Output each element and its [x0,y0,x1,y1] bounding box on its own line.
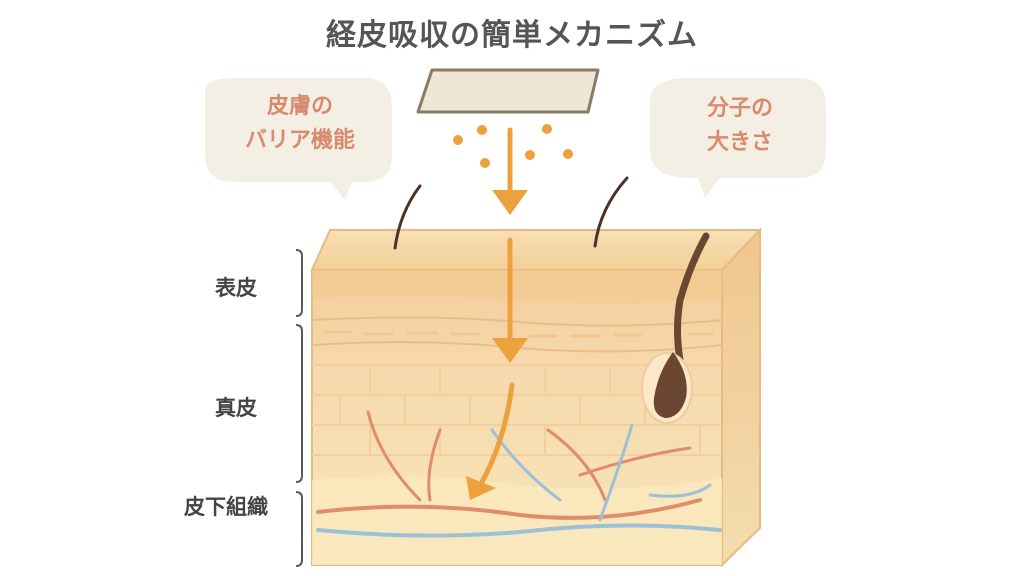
left-bubble [205,78,392,200]
right-bubble [650,78,826,198]
layer-label-subcutaneous: 皮下組織 [184,495,268,519]
absorption-arrows [466,127,528,500]
left-bubble-line1: 皮膚の [266,94,333,119]
hair-follicle-icon [641,232,710,424]
left-bubble-line2: バリア機能 [244,128,355,153]
patch-icon [416,68,600,114]
right-bubble-line2: 大きさ [706,130,773,155]
layer-brackets [295,249,303,567]
layer-label-dermis: 真皮 [215,396,257,420]
left-bubble-text: 皮膚の バリア機能 [215,90,385,158]
hair-icon [393,176,629,250]
layer-label-epidermis: 表皮 [215,276,257,300]
molecule-particles [453,124,573,168]
blood-vessels [316,410,722,538]
right-bubble-line1: 分子の [706,96,773,121]
page-title: 経皮吸収の簡単メカニズム [326,18,698,53]
right-bubble-text: 分子の 大きさ [660,92,820,160]
